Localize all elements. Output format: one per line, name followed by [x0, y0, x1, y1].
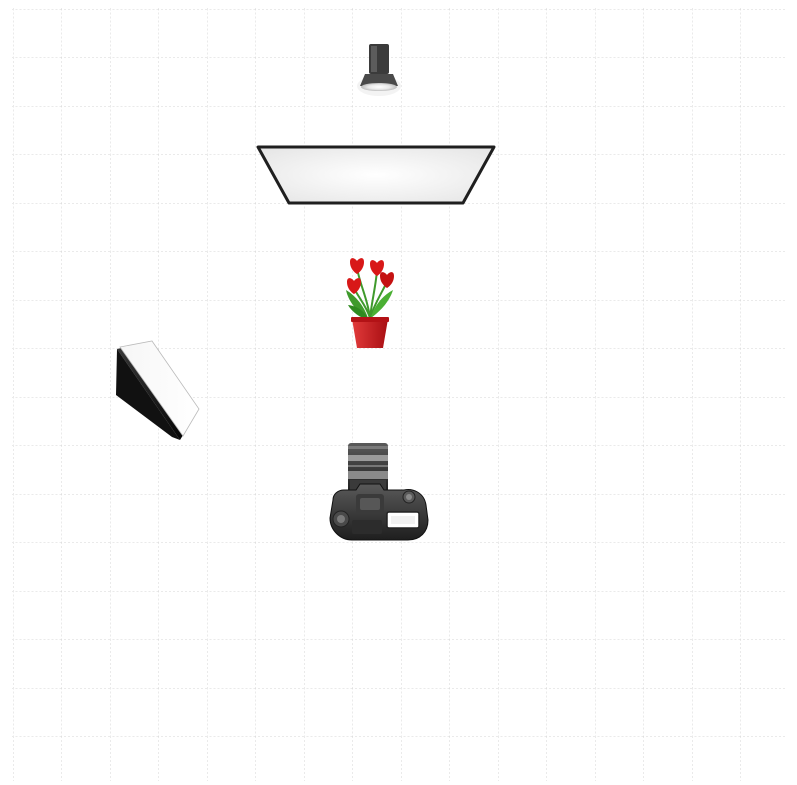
tulip-flower-pot-icon[interactable] [346, 258, 394, 348]
angled-softbox-icon[interactable] [116, 340, 200, 440]
dslr-camera-icon[interactable] [329, 443, 429, 541]
spotlight-icon[interactable] [357, 44, 401, 96]
rectangular-softbox-icon[interactable] [256, 145, 496, 205]
